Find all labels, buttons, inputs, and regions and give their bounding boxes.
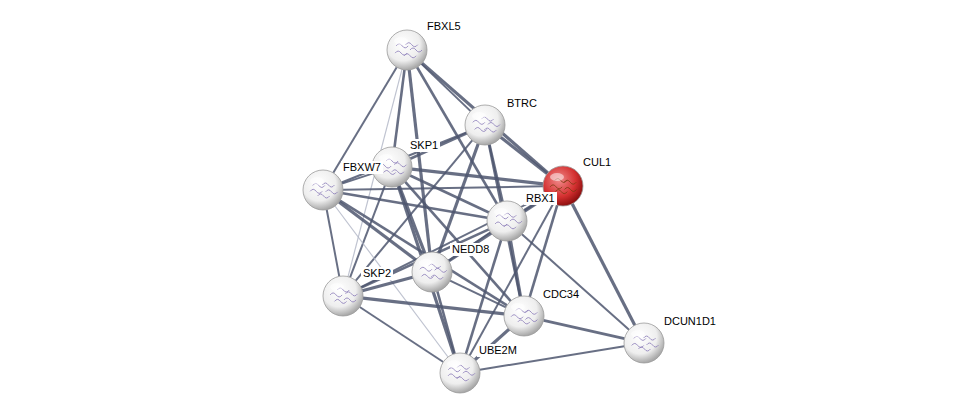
node-label: SKP2 — [361, 267, 393, 280]
interaction-edge — [333, 67, 396, 173]
interaction-edge — [405, 182, 510, 301]
protein-sphere — [438, 351, 482, 395]
protein-node: DCUN1D1 — [624, 323, 664, 363]
node-label: RBX1 — [524, 192, 557, 205]
interaction-edge — [449, 232, 491, 261]
interaction-edge — [530, 205, 558, 297]
interaction-edge — [342, 173, 373, 183]
interaction-edge — [340, 201, 507, 306]
protein-node: RBX1 — [487, 201, 527, 241]
protein-node: NEDD8 — [412, 252, 452, 292]
protein-sphere — [485, 199, 529, 243]
interaction-edge — [450, 281, 506, 308]
interaction-edge — [343, 186, 543, 189]
interaction-edge — [327, 210, 340, 277]
interaction-edge — [363, 298, 504, 314]
interaction-edge — [437, 291, 454, 353]
node-label: NEDD8 — [450, 243, 491, 256]
interaction-edge — [511, 241, 521, 297]
protein-node: FBXW7 — [303, 170, 343, 210]
node-label: BTRC — [505, 97, 539, 110]
protein-sphere — [301, 168, 345, 212]
protein-node: FBXL5 — [387, 30, 427, 70]
node-label: UBE2M — [477, 344, 519, 357]
protein-sphere — [622, 321, 666, 365]
interaction-edge — [544, 320, 625, 338]
interaction-edge — [412, 169, 543, 184]
protein-node: SKP2 — [323, 276, 363, 316]
protein-node: CDC34 — [504, 296, 544, 336]
interaction-edge — [360, 307, 444, 362]
interaction-edge — [422, 63, 548, 173]
protein-sphere — [321, 274, 365, 318]
node-label: CDC34 — [541, 288, 581, 301]
interaction-edge — [501, 137, 547, 173]
protein-sphere — [385, 28, 429, 72]
node-label: DCUN1D1 — [662, 315, 718, 328]
protein-node: UBE2M — [440, 353, 480, 393]
interaction-edge — [339, 202, 416, 260]
protein-sphere — [502, 294, 546, 338]
node-label: CUL1 — [581, 156, 613, 169]
protein-node: BTRC — [465, 105, 505, 145]
node-label: FBXL5 — [425, 20, 463, 33]
interaction-edge — [395, 70, 405, 147]
node-label: FBXW7 — [341, 161, 383, 174]
interaction-edge — [343, 193, 488, 217]
protein-sphere — [463, 103, 507, 147]
protein-sphere — [410, 250, 454, 294]
node-label: SKP1 — [408, 139, 440, 152]
